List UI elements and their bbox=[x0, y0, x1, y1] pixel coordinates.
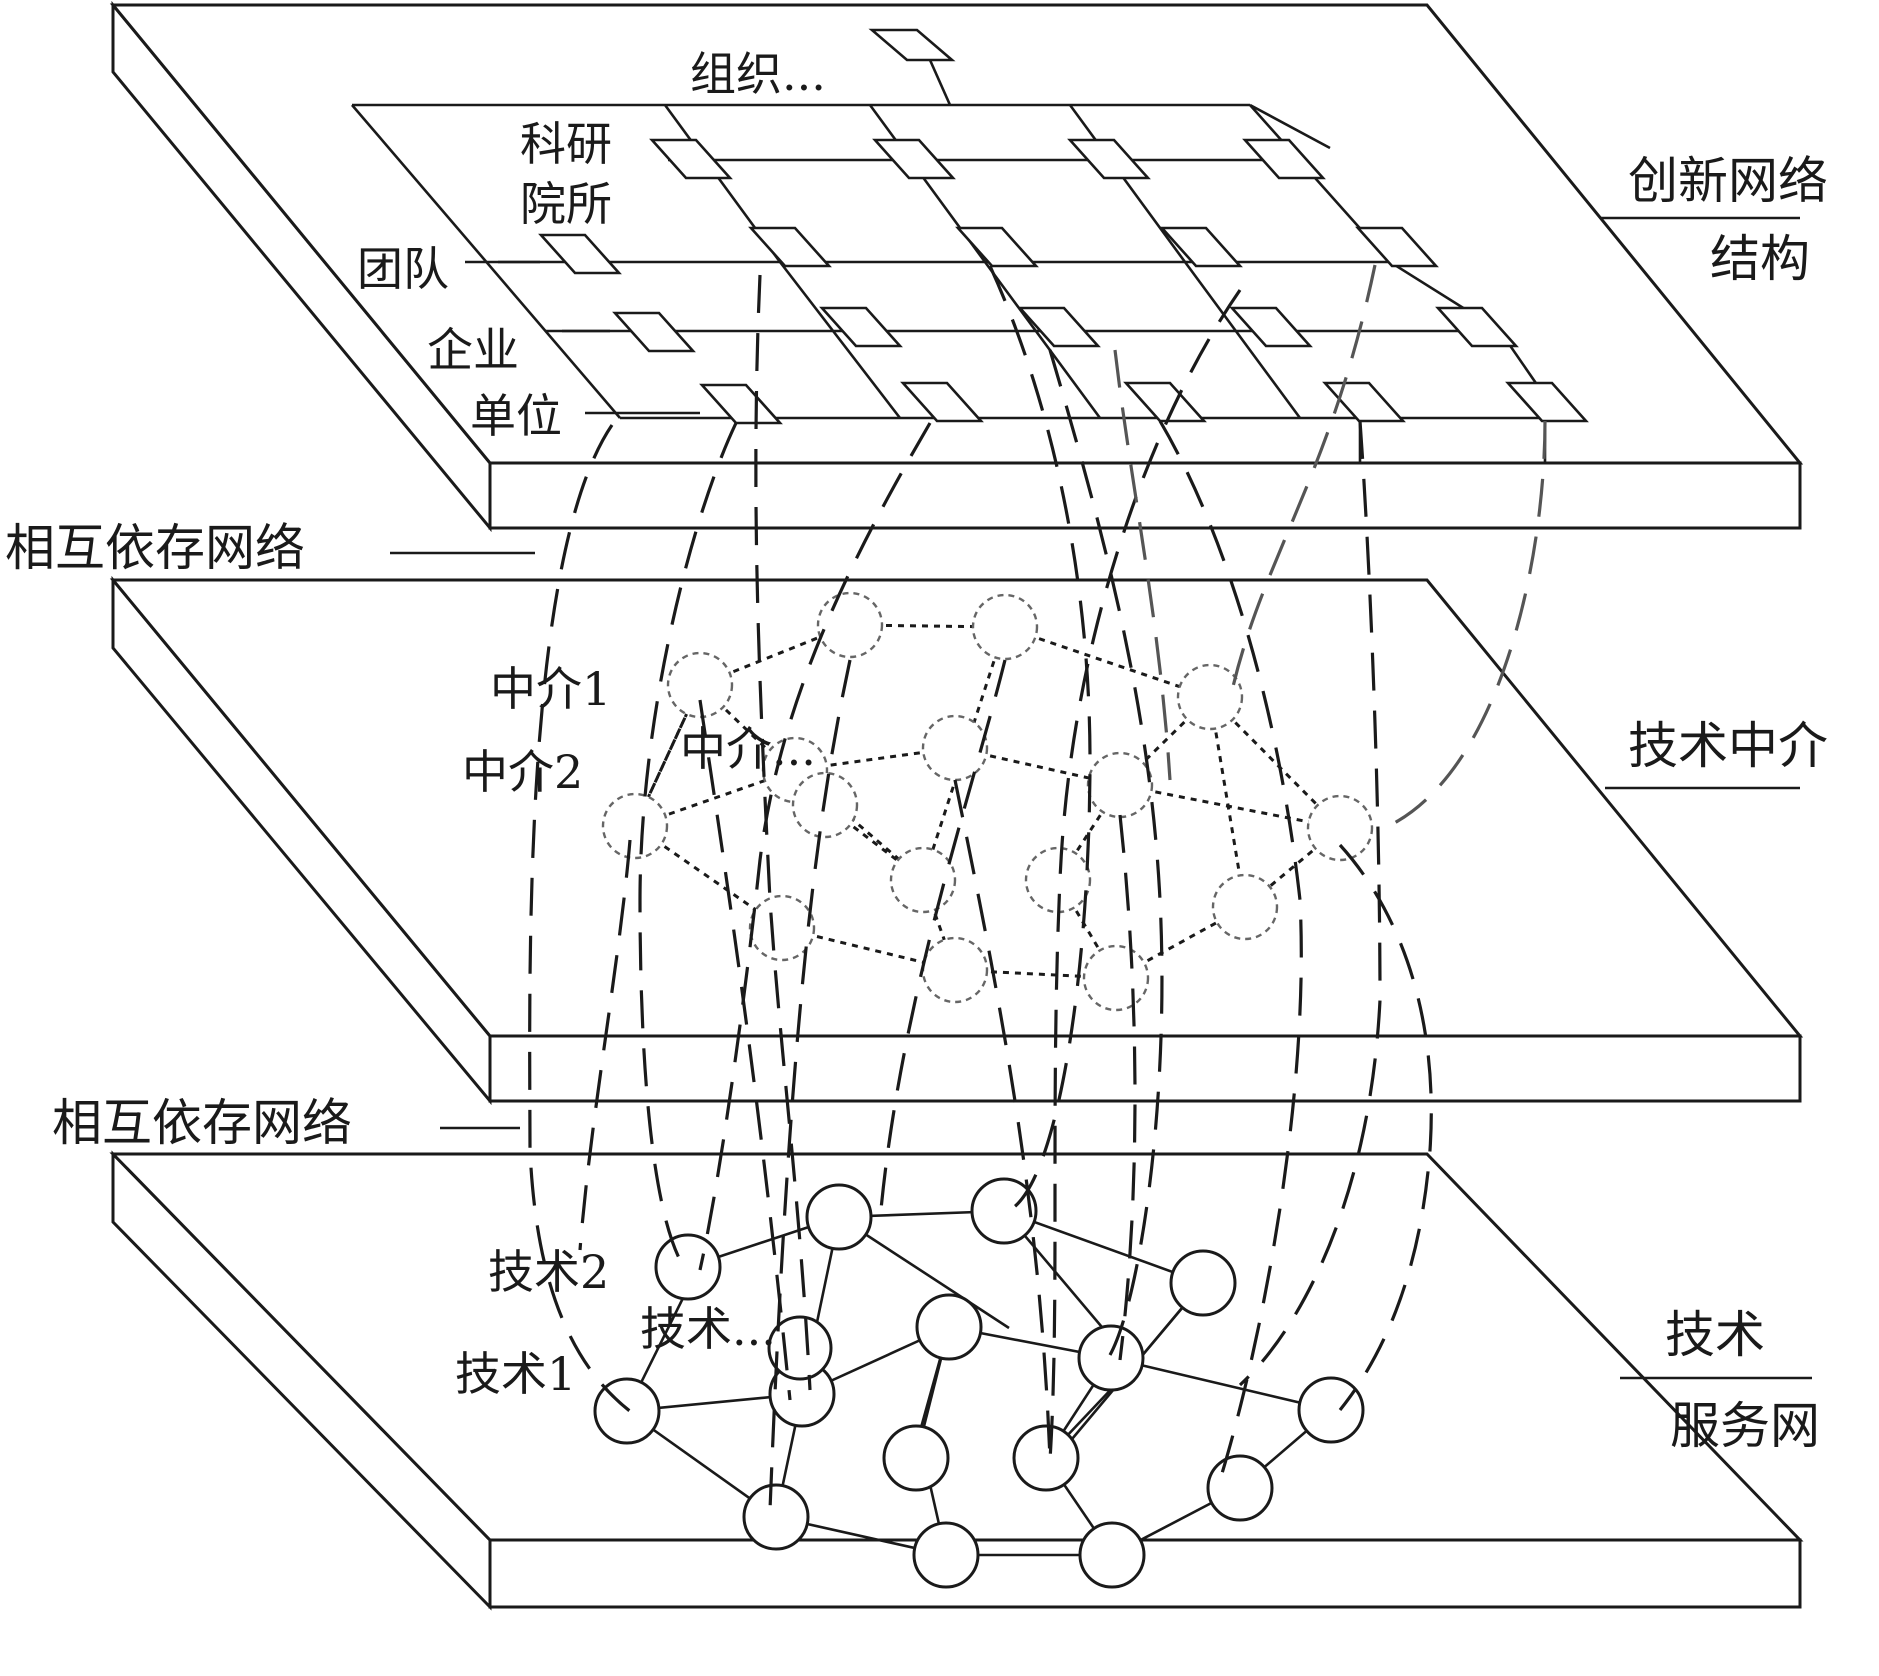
top-layer-label-line1: 创新网络 bbox=[1628, 152, 1828, 210]
tech-node[interactable] bbox=[1297, 1376, 1365, 1444]
mediator-node[interactable] bbox=[748, 894, 816, 962]
bottom-layer-label-line2: 服务网 bbox=[1670, 1397, 1820, 1455]
org-node[interactable] bbox=[612, 311, 696, 353]
team-label: 团队 bbox=[357, 242, 449, 296]
mediator-more-label: 中介... bbox=[680, 722, 816, 776]
org-node[interactable] bbox=[1017, 306, 1101, 348]
org-node[interactable] bbox=[955, 226, 1039, 268]
org-node[interactable] bbox=[1067, 138, 1151, 180]
interlayer-labels: 相互依存网络 相互依存网络 bbox=[5, 519, 535, 1152]
tech-node[interactable] bbox=[882, 1424, 950, 1492]
tech-node[interactable] bbox=[1012, 1424, 1080, 1492]
org-node[interactable] bbox=[1242, 138, 1326, 180]
tech-nodes bbox=[593, 1177, 1365, 1589]
org-node[interactable] bbox=[1505, 381, 1589, 423]
org-node[interactable] bbox=[900, 381, 984, 423]
bottom-layer-label-line1: 技术 bbox=[1665, 1306, 1765, 1364]
enterprise-label-line2: 单位 bbox=[470, 389, 562, 443]
middle-layer-label: 技术中介 bbox=[1628, 717, 1828, 775]
tech-more-label: 技术... bbox=[640, 1302, 776, 1356]
research-label-line1: 科研 bbox=[520, 117, 612, 171]
tech-node[interactable] bbox=[1206, 1454, 1274, 1522]
mediator-node[interactable] bbox=[1211, 873, 1279, 941]
enterprise-label-line1: 企业 bbox=[427, 323, 519, 377]
org-node[interactable] bbox=[868, 28, 956, 62]
org-node[interactable] bbox=[649, 138, 733, 180]
mediator-node[interactable] bbox=[666, 651, 734, 719]
mediator-node[interactable] bbox=[601, 792, 669, 860]
mediator-node[interactable] bbox=[921, 936, 989, 1004]
lower-interdependency-label: 相互依存网络 bbox=[52, 1094, 352, 1152]
mediator-node[interactable] bbox=[1306, 794, 1374, 862]
node-labels: 组织... 科研 院所 团队 企业 单位 中介1 中介2 中介... 技术2 技… bbox=[357, 47, 826, 1401]
tech-node[interactable] bbox=[912, 1521, 980, 1589]
org-node[interactable] bbox=[1159, 226, 1243, 268]
tech-node[interactable] bbox=[805, 1183, 873, 1251]
interdependency-links bbox=[528, 264, 1547, 1511]
org-node[interactable] bbox=[1229, 306, 1313, 348]
mediator-node[interactable] bbox=[816, 591, 884, 659]
mediator-node[interactable] bbox=[1024, 846, 1092, 914]
org-node[interactable] bbox=[1435, 306, 1519, 348]
org-label: 组织... bbox=[690, 47, 826, 101]
layer-labels: 创新网络 结构 技术中介 技术 服务网 bbox=[1600, 152, 1828, 1455]
tech-node[interactable] bbox=[742, 1483, 810, 1551]
org-node[interactable] bbox=[1322, 381, 1406, 423]
mediator-node[interactable] bbox=[1086, 751, 1154, 819]
tech-node[interactable] bbox=[1077, 1324, 1145, 1392]
org-nodes bbox=[538, 28, 1589, 425]
top-slab bbox=[109, 0, 1804, 533]
mediator-node[interactable] bbox=[921, 714, 989, 782]
tech-2-label: 技术2 bbox=[488, 1245, 609, 1299]
org-node[interactable] bbox=[699, 383, 783, 425]
org-node[interactable] bbox=[538, 233, 622, 275]
mediator-2-label: 中介2 bbox=[462, 745, 583, 799]
org-node[interactable] bbox=[872, 138, 956, 180]
mediator-node[interactable] bbox=[889, 846, 957, 914]
tech-node[interactable] bbox=[915, 1293, 983, 1361]
mediator-node[interactable] bbox=[1082, 944, 1150, 1012]
tech-1-label: 技术1 bbox=[455, 1347, 576, 1401]
tech-node[interactable] bbox=[1078, 1521, 1146, 1589]
research-label-line2: 院所 bbox=[520, 177, 612, 231]
org-node[interactable] bbox=[819, 306, 903, 348]
org-node[interactable] bbox=[1123, 381, 1207, 423]
mediator-node[interactable] bbox=[1176, 663, 1244, 731]
org-node[interactable] bbox=[748, 226, 832, 268]
tech-node[interactable] bbox=[654, 1233, 722, 1301]
upper-interdependency-label: 相互依存网络 bbox=[5, 519, 305, 577]
top-layer-label-line2: 结构 bbox=[1710, 230, 1810, 288]
org-node[interactable] bbox=[1355, 226, 1439, 268]
tech-node[interactable] bbox=[970, 1177, 1038, 1245]
mediator-node[interactable] bbox=[971, 593, 1039, 661]
tech-node[interactable] bbox=[1169, 1249, 1237, 1317]
mediator-1-label: 中介1 bbox=[490, 662, 611, 716]
